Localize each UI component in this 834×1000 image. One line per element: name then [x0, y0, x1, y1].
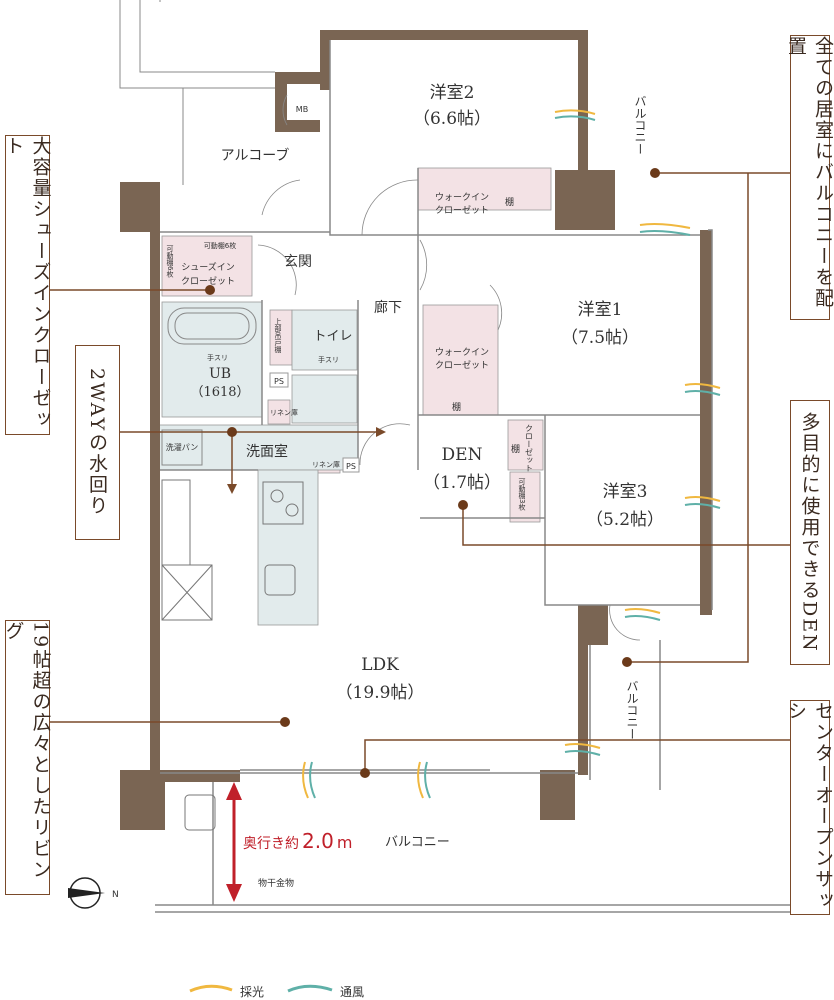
balcony-top-label: バルコニー [633, 95, 647, 155]
wic1-shelf: 棚 [505, 196, 514, 208]
legend-light-swatch [189, 984, 233, 993]
upper-cabinet: 上部吊戸棚 [274, 317, 282, 354]
legend-light-label: 採光 [240, 985, 264, 999]
room-washroom: 洗面室 [246, 443, 288, 460]
callout-sash: センターオープンサッシ [785, 700, 834, 915]
room-entrance: 玄関 [284, 253, 312, 270]
room-western3-size: （5.2帖） [586, 510, 664, 530]
shoes-closet-line1: シューズイン [181, 261, 235, 273]
balcony-bottom-label: バルコニー [385, 835, 450, 850]
room-western1-name: 洋室1 [578, 300, 623, 320]
room-corridor: 廊下 [374, 299, 402, 316]
room-western3-name: 洋室3 [603, 482, 648, 502]
room-ub-size: （1618） [190, 385, 249, 400]
room-ub-name: UB [209, 366, 231, 382]
wic1-line2: クローゼット [435, 204, 489, 216]
depth-label: 奥行き約 [243, 835, 299, 852]
legend-wind-swatch [287, 984, 333, 993]
drying-hardware: 物干金物 [258, 877, 294, 889]
wic1-line1: ウォークイン [435, 192, 489, 203]
washing-pan: 洗濯パン [166, 442, 198, 452]
depth-unit: m [337, 833, 353, 852]
handrail-ub: 手スリ [207, 353, 228, 362]
room-western2-size: （6.6帖） [413, 109, 491, 129]
room-western2-name: 洋室2 [430, 83, 475, 103]
callout-shoes-closet: 大容量シューズインクローゼット [3, 135, 52, 435]
depth-value: 2.0 [302, 829, 334, 853]
movable-shelf-top: 可動棚6枚 [204, 241, 236, 250]
room-den-size: （1.7帖） [423, 473, 501, 493]
legend-wind-label: 通風 [340, 985, 364, 999]
common-corridor [119, 0, 275, 185]
movable-shelf-side: 可動棚6枚 [166, 245, 174, 279]
callout-dots [205, 168, 660, 778]
compass-n: N [112, 890, 119, 900]
ps-2: PS [346, 462, 356, 471]
bathtub [167, 307, 257, 345]
den-shelf: 棚 [511, 443, 520, 455]
legend: 採光 通風 [189, 984, 364, 999]
handrail-toilet: 手スリ [318, 355, 339, 364]
room-labels: 洋室2 （6.6帖） 洋室1 （7.5帖） 洋室3 （5.2帖） DEN （1.… [190, 83, 664, 850]
room-den-name: DEN [442, 445, 483, 465]
callout-den: 多目的に使用できるDEN [790, 400, 830, 665]
callout-leaders [50, 172, 790, 773]
compass: N [68, 877, 119, 909]
callout-living: 19帖超の広々としたリビング [3, 620, 52, 895]
wic2-shelf: 棚 [452, 401, 461, 413]
fixture-labels: ウォークイン クローゼット 棚 ウォークイン クローゼット 棚 シューズイン ク… [161, 192, 534, 889]
room-western1-size: （7.5帖） [561, 328, 639, 348]
den-closet: クローゼット [525, 424, 534, 472]
wic2-line1: ウォークイン [435, 347, 489, 358]
door-swings [257, 94, 641, 641]
callout-2way-water: 2WAYの水回り [75, 345, 120, 540]
wet-area-fills [157, 301, 359, 626]
callout-balcony: 全ての居室にバルコニーを配置 [785, 35, 834, 320]
room-toilet: トイレ [313, 329, 352, 344]
shoes-closet-line2: クローゼット [181, 275, 235, 287]
linen-1: リネン庫 [270, 408, 298, 417]
walls [120, 30, 712, 830]
callout-arrowheads [227, 427, 386, 494]
kitchen [161, 479, 304, 831]
den-movable-shelf: 可動棚3枚 [518, 478, 526, 512]
wic2-line2: クローゼット [435, 359, 489, 371]
ps-1: PS [274, 377, 284, 386]
room-ldk-size: （19.9帖） [336, 683, 425, 703]
linen-2: リネン庫 [312, 460, 340, 469]
partitions [155, 40, 830, 913]
light-wind-marks [302, 109, 721, 799]
balcony-right-label: バルコニー [625, 680, 639, 740]
room-alcove: アルコーブ [221, 147, 290, 164]
mb-label: MB [296, 105, 308, 114]
room-ldk-name: LDK [361, 655, 399, 675]
